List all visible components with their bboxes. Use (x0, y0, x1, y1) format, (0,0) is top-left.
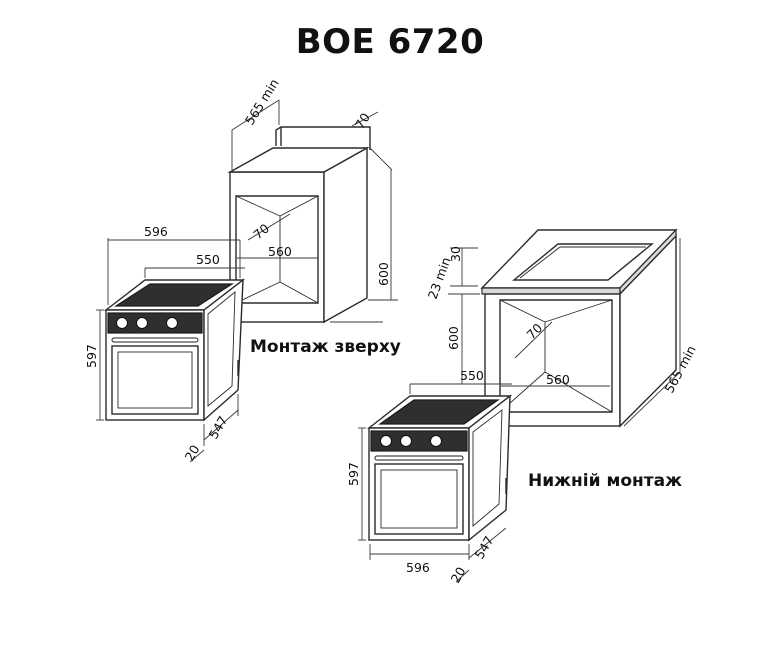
dim-oven2-height: 597 (346, 462, 361, 486)
dim-cab2-height: 600 (446, 326, 461, 350)
oven-top-mount (103, 278, 246, 422)
dim-oven2-depth: 550 (460, 368, 484, 383)
dim-oven2-body-depth: 547 (472, 533, 497, 561)
dim-oven1-width: 596 (144, 224, 168, 239)
dim-cab2-width: 560 (546, 372, 570, 387)
dim-oven1-height: 597 (84, 344, 99, 368)
dim-cab1-height: 600 (376, 262, 391, 286)
dim-oven2-front: 20 (448, 564, 469, 585)
cabinet-top-mount (227, 126, 371, 324)
dim-cab2-top-gap: 30 (448, 246, 463, 262)
oven-bottom-mount (366, 394, 513, 542)
cabinet-bottom-mount (480, 228, 678, 428)
dim-oven1-depth: 550 (196, 252, 220, 267)
caption-top-mount: Монтаж зверху (250, 337, 401, 357)
diagram-title: BOE 6720 (295, 22, 485, 62)
dim-oven1-front: 20 (182, 442, 203, 463)
dim-oven2-width: 596 (406, 560, 430, 575)
dim-oven1-body-depth: 547 (206, 413, 231, 441)
dim-cab1-width: 560 (268, 244, 292, 259)
dim-cab1-top-gap: 70 (352, 110, 373, 131)
caption-bottom-mount: Нижній монтаж (528, 471, 683, 491)
